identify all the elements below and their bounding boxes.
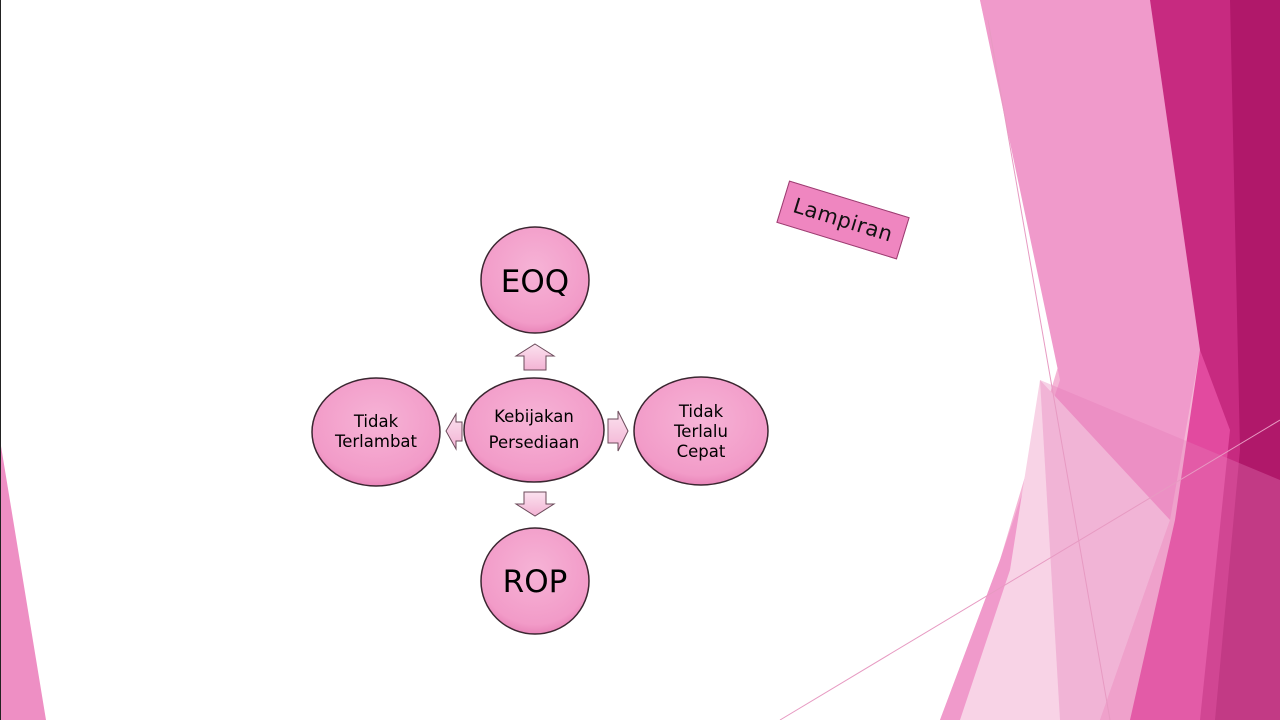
node-right: Tidak Terlalu Cepat (633, 376, 769, 486)
node-right-line-2: Terlalu (673, 422, 728, 441)
node-right-line-3: Cepat (677, 442, 726, 461)
node-center: Kebijakan Persediaan (463, 377, 605, 483)
node-center-line-1: Kebijakan (494, 407, 574, 426)
right-shape-overlay (1040, 380, 1280, 720)
node-left-line-1: Tidak (353, 412, 399, 431)
arrow-up (514, 343, 556, 371)
node-center-line-2: Persediaan (489, 433, 580, 452)
node-right-line-1: Tidak (678, 402, 724, 421)
node-bottom-label: ROP (503, 564, 568, 600)
node-top-label: EOQ (501, 264, 569, 300)
right-shape-mid (1130, 350, 1230, 720)
right-shape-pale (960, 380, 1170, 720)
arrow-right (607, 410, 629, 452)
right-shape-darkest (1215, 0, 1280, 720)
node-bottom: ROP (480, 527, 590, 635)
arrow-down (514, 491, 556, 517)
node-left: Tidak Terlambat (311, 377, 441, 487)
node-left-line-2: Terlambat (334, 432, 418, 451)
decor-line-1 (987, 19, 1111, 720)
node-top: EOQ (480, 226, 590, 334)
decor-line-2 (779, 419, 1280, 720)
left-edge-accent (0, 440, 46, 720)
arrow-left (445, 412, 463, 451)
